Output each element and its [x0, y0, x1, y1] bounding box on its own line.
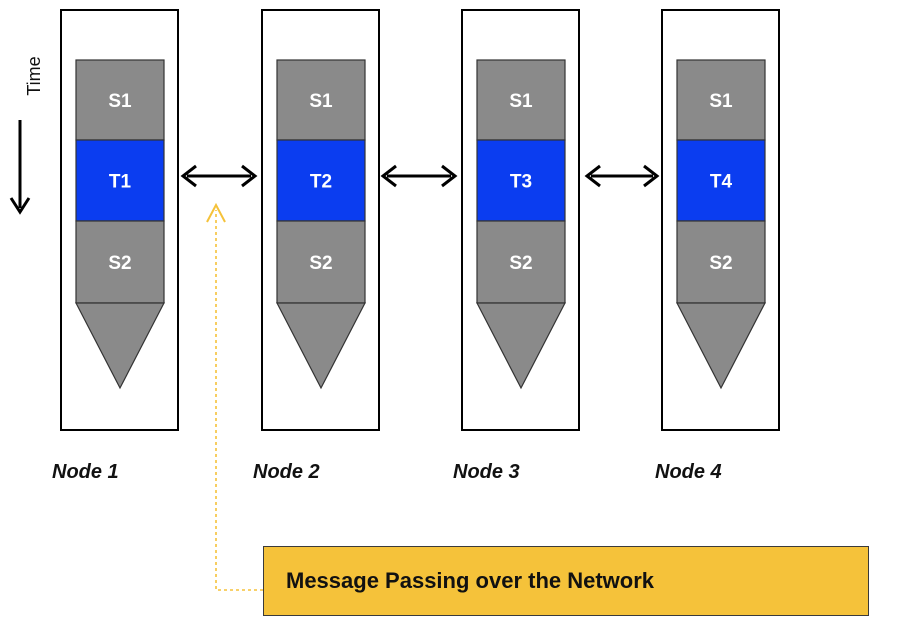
segment-label: S1: [709, 91, 733, 112]
segment-label: S2: [709, 253, 732, 274]
segment-label: S2: [108, 253, 131, 274]
sync-segment: [276, 59, 366, 141]
sync-segment: [476, 59, 566, 141]
time-progress-triangle: [476, 302, 566, 390]
sync-segment: [276, 220, 366, 304]
sync-segment: [676, 59, 766, 141]
task-segment: [476, 139, 566, 222]
time-axis-label: Time: [24, 56, 44, 96]
sync-segment: [75, 59, 165, 141]
node-frame: [661, 9, 780, 431]
segment-label: S2: [509, 253, 532, 274]
segment-label: S1: [509, 91, 533, 112]
message-link-3-4: [584, 164, 660, 188]
segment-label: S2: [309, 253, 332, 274]
callout-text: Message Passing over the Network: [286, 568, 655, 593]
time-arrow: [9, 120, 31, 215]
task-segment: [75, 139, 165, 222]
node-label-2: Node 2: [253, 461, 320, 483]
node-frame: [60, 9, 179, 431]
links-layer: [180, 164, 660, 188]
message-link-2-3: [380, 164, 458, 188]
message-link-1-2: [180, 164, 258, 188]
node-label-4: Node 4: [655, 461, 722, 483]
node-frame: [261, 9, 380, 431]
sync-segment: [75, 220, 165, 304]
segment-label: S1: [108, 91, 132, 112]
callout-pointer: [206, 202, 263, 591]
task-segment: [676, 139, 766, 222]
segment-label: T1: [109, 172, 132, 193]
sync-segment: [676, 220, 766, 304]
time-progress-triangle: [75, 302, 165, 390]
node-label-1: Node 1: [52, 461, 119, 483]
node-frame: [461, 9, 580, 431]
time-progress-triangle: [276, 302, 366, 390]
message-passing-callout: Message Passing over the Network: [263, 546, 869, 616]
segment-label: T3: [510, 172, 532, 193]
segment-label: S1: [309, 91, 333, 112]
task-segment: [276, 139, 366, 222]
sync-segment: [476, 220, 566, 304]
node-label-3: Node 3: [453, 461, 520, 483]
segment-label: T2: [310, 172, 332, 193]
segment-label: T4: [710, 172, 733, 193]
time-progress-triangle: [676, 302, 766, 390]
